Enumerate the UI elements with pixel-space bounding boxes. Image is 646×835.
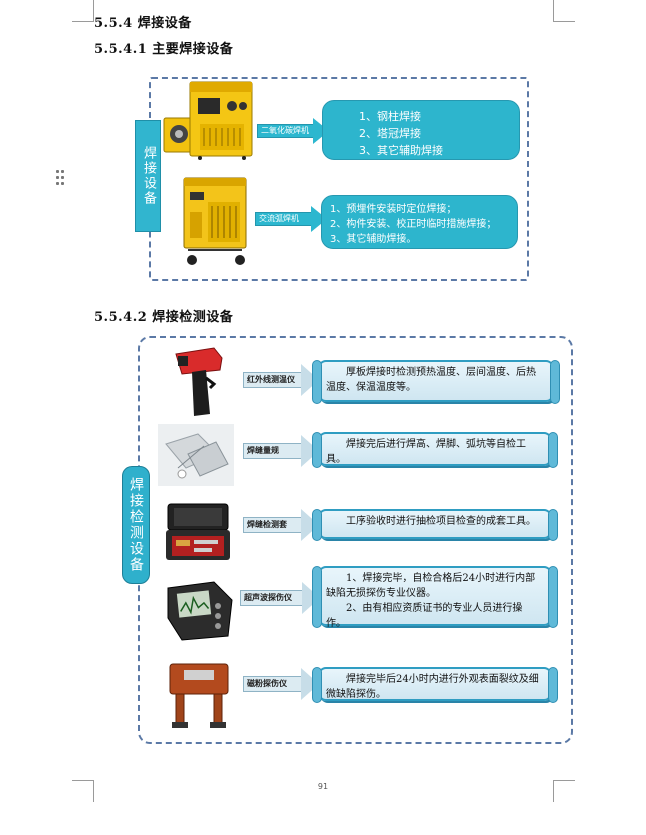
infrared-thermometer-description: 厚板焊接时检测预热温度、层间温度、后热温度、保温温度等。 — [318, 360, 554, 402]
co2-welder-use-3: 3、其它辅助焊接 — [359, 142, 519, 159]
infrared-thermometer-arrow: 红外线测温仪 — [243, 366, 319, 394]
drag-handle-icon[interactable] — [56, 170, 66, 188]
magnetic-particle-detector-description-text: 焊接完毕后24小时内进行外观表面裂纹及细微缺陷探伤。 — [326, 672, 540, 702]
ac-arc-welder-arrow: 交流弧焊机 — [255, 208, 327, 230]
weld-inspection-kit-arrow: 焊缝检测套 — [243, 511, 319, 539]
ultrasonic-flaw-detector-description-line-1: 1、焊接完毕，自检合格后24小时进行内部缺陷无损探伤专业仪器。 — [326, 571, 540, 601]
ac-arc-welder-name: 交流弧焊机 — [259, 213, 299, 224]
ac-arc-welder-uses: 1、预埋件安装时定位焊接； 2、构件安装、校正时临时措施焊接； 3、其它辅助焊接… — [321, 195, 518, 249]
weld-inspection-kit-description-text: 工序验收时进行抽检项目检查的成套工具。 — [326, 514, 540, 529]
co2-welder-arrow: 二氧化碳焊机 — [257, 120, 329, 142]
weld-inspection-kit-description: 工序验收时进行抽检项目检查的成套工具。 — [318, 509, 552, 539]
weld-gauge-name: 焊缝量规 — [247, 445, 279, 456]
weld-inspection-kit-name: 焊缝检测套 — [247, 519, 287, 530]
weld-inspection-kit-image — [164, 502, 232, 564]
ac-arc-welder-use-3: 3、其它辅助焊接。 — [330, 232, 517, 247]
co2-welder-uses: 1、钢柱焊接 2、塔冠焊接 3、其它辅助焊接 — [322, 100, 520, 160]
page-number: 91 — [0, 782, 646, 791]
ultrasonic-flaw-detector-name: 超声波探伤仪 — [244, 592, 292, 603]
co2-welder-use-2: 2、塔冠焊接 — [359, 125, 519, 142]
infrared-thermometer-name: 红外线测温仪 — [247, 374, 295, 385]
magnetic-particle-detector-name: 磁粉探伤仪 — [247, 678, 287, 689]
ultrasonic-flaw-detector-description-line-2: 2、由有相应资质证书的专业人员进行操作。 — [326, 601, 540, 631]
weld-gauge-description: 焊接完后进行焊高、焊脚、弧坑等自检工具。 — [318, 432, 552, 466]
infrared-thermometer-image — [170, 344, 226, 420]
ultrasonic-flaw-detector-arrow: 超声波探伤仪 — [240, 584, 320, 612]
magnetic-particle-detector-description: 焊接完毕后24小时内进行外观表面裂纹及细微缺陷探伤。 — [318, 667, 552, 701]
ultrasonic-flaw-detector-image — [164, 578, 236, 642]
infrared-thermometer-description-text: 厚板焊接时检测预热温度、层间温度、后热温度、保温温度等。 — [326, 365, 542, 395]
ultrasonic-flaw-detector-description: 1、焊接完毕，自检合格后24小时进行内部缺陷无损探伤专业仪器。 2、由有相应资质… — [318, 566, 552, 626]
magnetic-particle-detector-arrow: 磁粉探伤仪 — [243, 670, 319, 698]
magnetic-particle-detector-image — [162, 660, 236, 730]
ac-arc-welder-image — [180, 172, 252, 268]
welding-equipment-label: 焊接设备 — [135, 120, 161, 232]
co2-welder-image — [160, 80, 260, 160]
subsection-heading-main-equipment: 5.5.4.1 主要焊接设备 — [94, 38, 233, 57]
crop-mark-top-right — [553, 0, 575, 22]
crop-mark-top-left — [72, 0, 94, 22]
weld-gauge-arrow: 焊缝量规 — [243, 437, 319, 465]
co2-welder-name: 二氧化碳焊机 — [261, 125, 309, 136]
weld-gauge-description-text: 焊接完后进行焊高、焊脚、弧坑等自检工具。 — [326, 437, 540, 467]
weld-gauge-image — [158, 424, 234, 486]
subsection-heading-inspection-equipment: 5.5.4.2 焊接检测设备 — [94, 306, 233, 325]
ac-arc-welder-use-1: 1、预埋件安装时定位焊接； — [330, 202, 517, 217]
section-heading: 5.5.4 焊接设备 — [94, 12, 192, 31]
inspection-equipment-label: 焊接检测设备 — [122, 466, 150, 584]
co2-welder-use-1: 1、钢柱焊接 — [359, 108, 519, 125]
ac-arc-welder-use-2: 2、构件安装、校正时临时措施焊接； — [330, 217, 517, 232]
